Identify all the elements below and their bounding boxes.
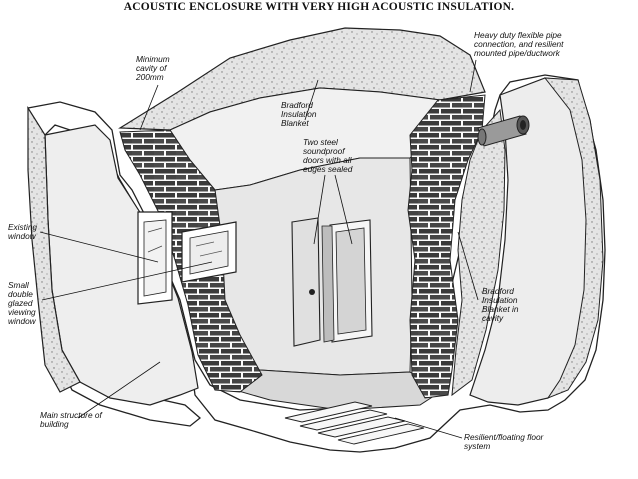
insulation-blanket-cavity: [451, 108, 506, 397]
label-pipe-connection: Heavy duty flexible pipe connection, and…: [474, 30, 566, 58]
leader-lines: [39, 59, 479, 439]
label-doors: Two steel soundproof doors with all edge…: [303, 137, 354, 174]
right-brick-wall: [407, 94, 486, 399]
label-blanket-top: Bradford Insulation Blanket: [281, 100, 319, 128]
label-existing-window: Existing window: [8, 222, 39, 241]
label-viewing-window: Small double glazed viewing window: [8, 280, 38, 326]
label-floor-system: Resilient/floating floor system: [464, 432, 546, 451]
viewing-window: [181, 221, 237, 283]
enclosure-ceiling: [118, 27, 486, 191]
steel-doors: [291, 217, 373, 347]
existing-window: [137, 211, 173, 305]
label-main-structure: Main structure of building: [40, 410, 104, 429]
label-min-cavity: Minimum cavity of 200mm: [135, 54, 172, 82]
label-blanket-cavity: Bradford Insulation Blanket in cavity: [482, 286, 521, 323]
flexible-pipe-connection: [477, 115, 530, 147]
diagram-title: ACOUSTIC ENCLOSURE WITH VERY HIGH ACOUST…: [123, 1, 515, 13]
floating-floor-slats: [284, 401, 425, 445]
